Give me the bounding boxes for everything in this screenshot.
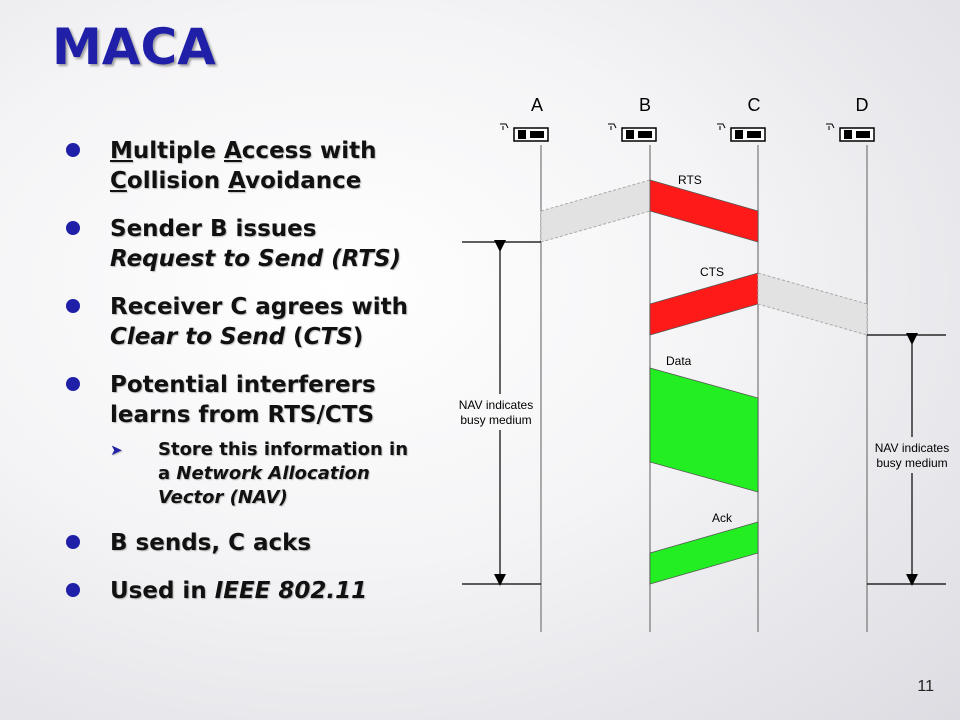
bullet-b-sends: B sends, C acks — [64, 528, 444, 558]
text: voidance — [245, 168, 362, 194]
data-band — [649, 367, 759, 493]
overheard-rts-band — [540, 179, 651, 243]
text: a — [158, 463, 177, 484]
text: A — [228, 168, 246, 194]
arrow-bullet-icon: ➤ — [110, 441, 123, 459]
bullet-sender-rts: Sender B issues Request to Send (RTS) — [64, 214, 444, 274]
bullet-text: Receiver C agrees with — [110, 294, 408, 320]
nav-a-label: busy medium — [460, 413, 531, 427]
text: C — [110, 168, 127, 194]
rts-band — [649, 179, 759, 243]
ack-label: Ack — [712, 511, 733, 525]
text: Clear to Send — [110, 324, 286, 350]
text: M — [110, 138, 133, 164]
text: CTS — [303, 324, 353, 350]
bullet-dot-icon — [66, 535, 80, 549]
text: ) — [352, 324, 364, 350]
bullet-interferers: Potential interferers learns from RTS/CT… — [64, 370, 444, 430]
bullet-text: Sender B issues — [110, 216, 317, 242]
text: Network Allocation — [176, 463, 370, 484]
bullet-maca-definition: Multiple Access with Collision Avoidance — [64, 136, 444, 196]
nav-a-label: NAV indicates — [459, 398, 533, 412]
text: ( — [285, 324, 304, 350]
station-label-c: C — [748, 95, 761, 115]
nav-d-label: NAV indicates — [875, 441, 949, 455]
text: ollision — [126, 168, 229, 194]
text: A — [223, 138, 242, 164]
bullet-dot-icon — [66, 583, 80, 597]
cts-label: CTS — [700, 265, 724, 279]
station-label-d: D — [856, 95, 869, 115]
laptop-icon — [717, 123, 766, 142]
ack-band — [649, 521, 759, 585]
text: IEEE 802.11 — [214, 578, 368, 604]
laptop-icon — [608, 123, 657, 142]
overheard-cts-band — [757, 272, 868, 336]
rts-label: RTS — [678, 173, 702, 187]
station-label-a: A — [531, 95, 543, 115]
sub-bullet-text: Store this information in — [158, 439, 409, 460]
sub-bullet-text: Vector (NAV) — [158, 487, 288, 508]
station-label-b: B — [639, 95, 651, 115]
bullet-text: Potential interferers — [110, 372, 376, 398]
laptop-icon — [500, 123, 549, 142]
slide-title: MACA — [52, 18, 216, 76]
bullet-list: Multiple Access with Collision Avoidance… — [64, 136, 444, 624]
bullet-ieee: Used in IEEE 802.11 — [64, 576, 444, 606]
bullet-receiver-cts: Receiver C agrees with Clear to Send (CT… — [64, 292, 444, 352]
bullet-text: B sends, C acks — [110, 530, 312, 556]
bullet-dot-icon — [66, 377, 80, 391]
bullet-dot-icon — [66, 299, 80, 313]
cts-band — [649, 272, 759, 336]
sub-bullet-nav: ➤ Store this information in a Network Al… — [110, 438, 444, 510]
laptop-icon — [826, 123, 875, 142]
data-label: Data — [666, 354, 692, 368]
page-number: 11 — [917, 678, 934, 695]
text: ccess with — [241, 138, 377, 164]
bullet-text: Request to Send (RTS) — [110, 246, 402, 272]
bullet-dot-icon — [66, 221, 80, 235]
bullet-text: learns from RTS/CTS — [110, 402, 375, 428]
text: Used in — [110, 578, 215, 604]
bullet-dot-icon — [66, 143, 80, 157]
maca-timing-diagram: A B C D RTS CTS Data Ack — [459, 95, 949, 632]
text: ultiple — [132, 138, 224, 164]
nav-d-label: busy medium — [876, 456, 947, 470]
